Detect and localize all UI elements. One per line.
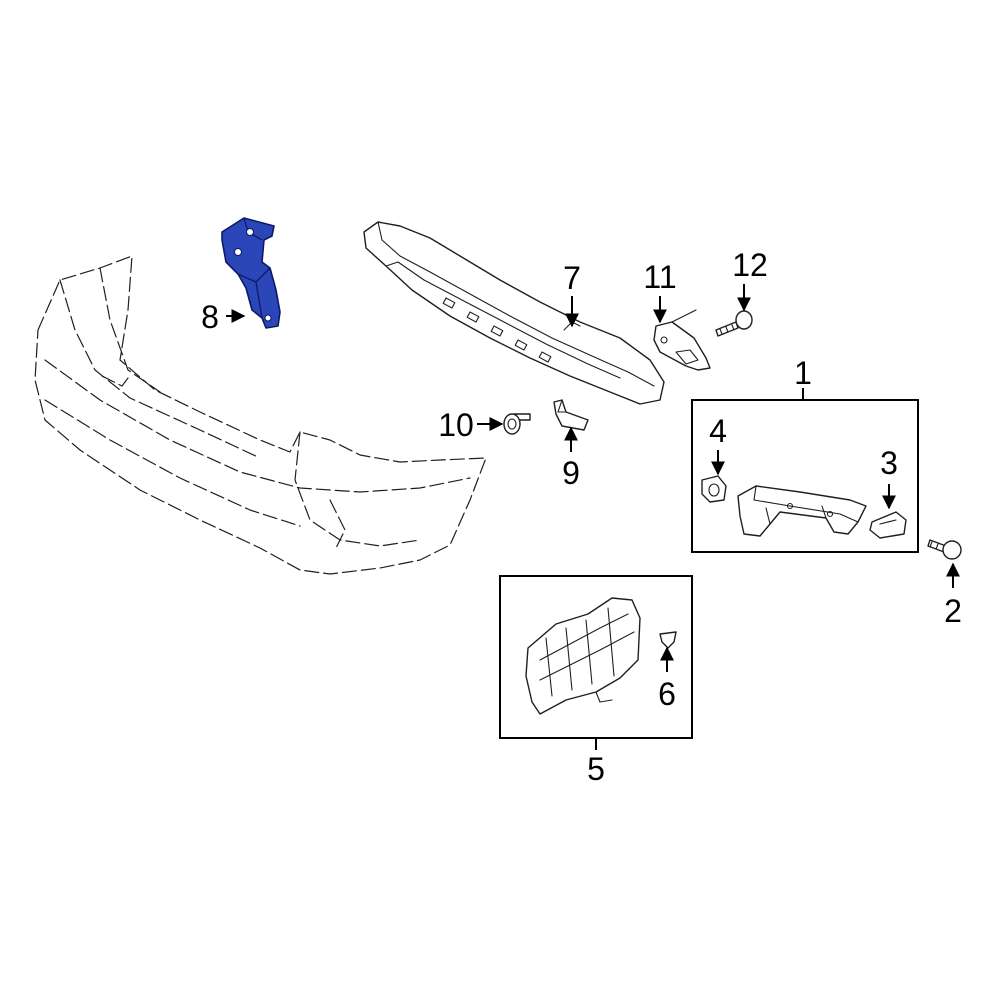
callout-labels: 1 2 3 4 5 6 7 8 9 10 11 12 bbox=[201, 247, 962, 787]
bracket-part-11 bbox=[653, 309, 711, 371]
callout-11: 11 bbox=[643, 259, 676, 295]
callout-3: 3 bbox=[880, 445, 898, 481]
callout-7: 7 bbox=[563, 260, 581, 296]
callout-12: 12 bbox=[732, 247, 768, 283]
callout-6: 6 bbox=[658, 676, 676, 712]
clip-part-3 bbox=[869, 511, 907, 539]
bracket-part-8 bbox=[221, 217, 281, 329]
bracket-part-1 bbox=[737, 485, 867, 537]
callout-1: 1 bbox=[794, 355, 812, 391]
box-part-1 bbox=[691, 399, 919, 553]
callout-4: 4 bbox=[709, 413, 727, 449]
shield-part-5 bbox=[525, 597, 641, 715]
bolt-part-2 bbox=[927, 539, 962, 560]
clip-part-9 bbox=[553, 399, 589, 431]
box-part-5 bbox=[499, 575, 693, 739]
nut-part-4 bbox=[701, 475, 727, 503]
bolt-part-10 bbox=[503, 413, 531, 435]
box-1-frame bbox=[691, 399, 919, 553]
callout-2: 2 bbox=[944, 593, 962, 629]
absorber-slots bbox=[442, 297, 552, 363]
leader-lines bbox=[226, 284, 960, 750]
absorber-part-7 bbox=[363, 221, 665, 405]
bolt-part-12 bbox=[715, 310, 753, 337]
callout-9: 9 bbox=[562, 455, 580, 491]
bumper-cover bbox=[34, 255, 487, 575]
callout-8: 8 bbox=[201, 299, 219, 335]
callout-5: 5 bbox=[587, 751, 605, 787]
callout-10: 10 bbox=[438, 407, 474, 443]
clip-part-6 bbox=[659, 631, 677, 649]
